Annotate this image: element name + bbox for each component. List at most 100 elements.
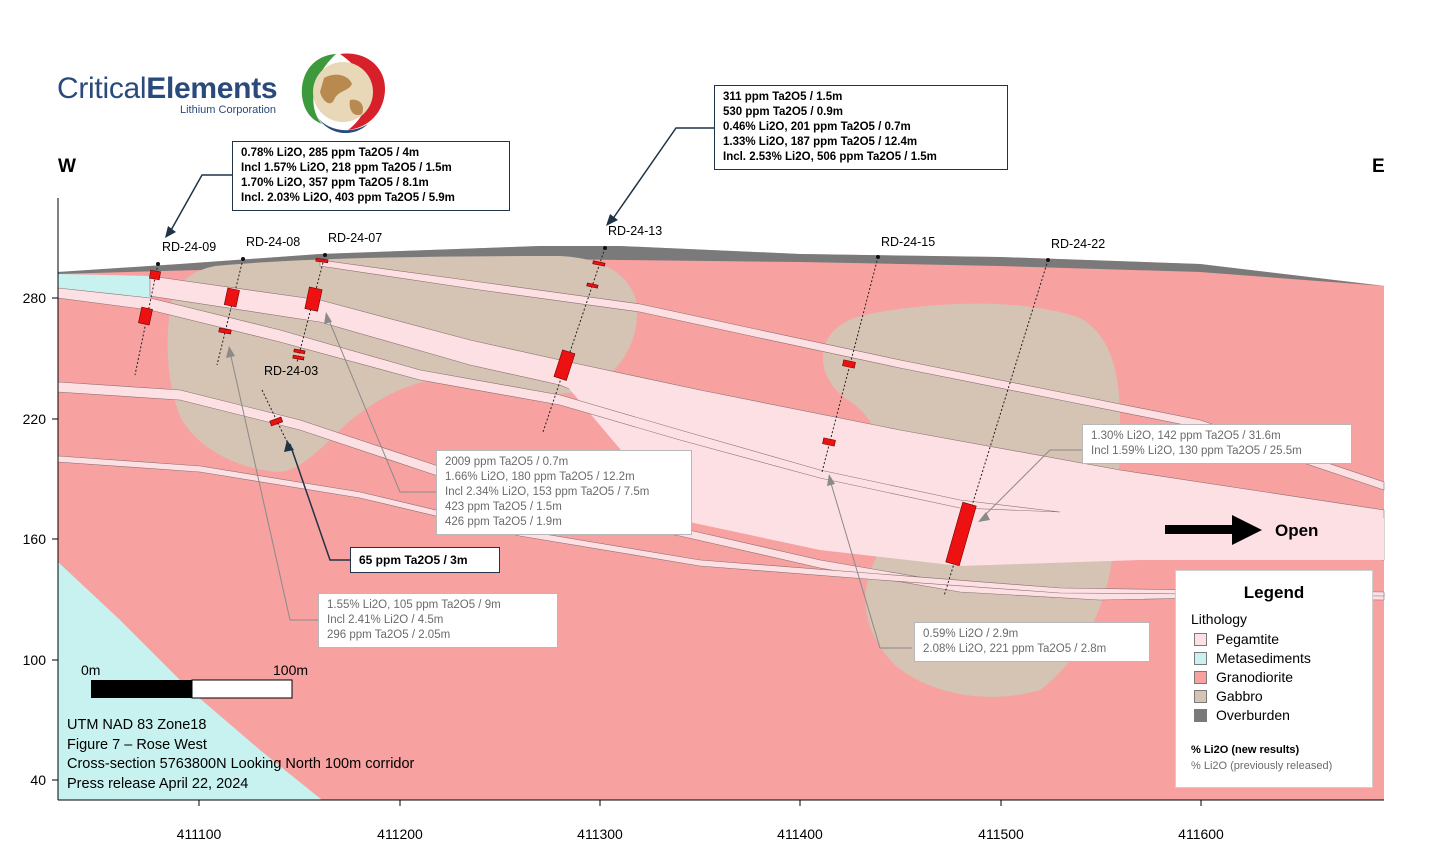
callout-line: 311 ppm Ta2O5 / 1.5m (723, 91, 843, 103)
legend-item-pegmatite: Pegamtite (1194, 630, 1279, 648)
leader-rd-24-08 (229, 351, 318, 621)
collar-rd-24-09 (156, 262, 160, 266)
callout-line: 296 ppm Ta2O5 / 2.05m (327, 629, 451, 641)
y-tick-label: 220 (22, 411, 46, 427)
intercepts (138, 257, 977, 567)
logo-name-regular: Critical (57, 72, 147, 105)
hole-label-rd-24-03: RD-24-03 (264, 364, 319, 378)
hole-label-rd-24-15: RD-24-15 (881, 235, 936, 249)
intercept-rd-24-13-b (586, 282, 599, 289)
intercept-rd-24-07-a (304, 286, 323, 312)
company-logo-subtitle: Lithium Corporation (180, 104, 276, 116)
x-tick-label: 411300 (577, 826, 623, 842)
callout-rd-24-09: 0.78% Li2O, 285 ppm Ta2O5 / 4m Incl 1.57… (232, 141, 510, 211)
intercept-rd-24-07-b (315, 257, 329, 264)
x-tick-marks (198, 800, 1202, 806)
legend-label: Pegamtite (1216, 631, 1280, 647)
hole-label-rd-24-08: RD-24-08 (246, 235, 301, 249)
trace-rd-24-15 (821, 256, 879, 473)
leader-rd-24-03 (289, 443, 350, 561)
globe-logo-icon (301, 53, 385, 134)
intercept-rd-24-15-a (842, 359, 856, 369)
legend-new-results: % Li2O (new results) (1191, 744, 1300, 756)
x-tick-label: 411100 (176, 826, 222, 842)
hole-label-rd-24-09: RD-24-09 (162, 240, 217, 254)
trace-rd-24-03 (261, 389, 289, 445)
legend-title: Legend (1243, 583, 1305, 602)
intercept-rd-24-13-a (592, 260, 606, 267)
west-label: W (58, 156, 76, 177)
legend-swatch (1194, 651, 1207, 665)
y-tick-label: 160 (22, 531, 46, 547)
logo-name-bold: Elements (146, 72, 278, 105)
arrowhead-rd-24-09 (165, 226, 176, 238)
legend-label: Gabbro (1216, 688, 1263, 704)
metasediments-upper (58, 274, 152, 298)
scale-bar-black (91, 680, 192, 698)
legend-swatch (1194, 670, 1207, 684)
arrowhead-rd-24-15 (827, 474, 835, 486)
collar-rd-24-13 (603, 246, 607, 250)
open-label: Open (1275, 521, 1319, 540)
collar-rd-24-08 (241, 257, 245, 261)
callout-line: Incl 1.59% Li2O, 130 ppm Ta2O5 / 25.5m (1091, 445, 1302, 457)
callout-line: 426 ppm Ta2O5 / 1.9m (445, 516, 562, 528)
callout-line: 1.55% Li2O, 105 ppm Ta2O5 / 9m (327, 599, 501, 611)
arrowhead-rd-24-08 (226, 346, 235, 358)
intercept-rd-24-15-b (822, 437, 836, 447)
hole-label-rd-24-13: RD-24-13 (608, 224, 663, 238)
pegmatite-dike-west (57, 287, 1061, 513)
arrowhead-rd-24-03 (284, 440, 294, 452)
collar-rd-24-07 (323, 253, 327, 257)
arrowheads-previous (226, 312, 990, 522)
intercept-rd-24-08-a (223, 287, 240, 308)
legend: Legend Lithology Pegamtite Metasediments… (1175, 570, 1373, 788)
x-tick-label: 411400 (777, 826, 823, 842)
logo-green-swoosh (301, 54, 336, 124)
legend-label: Metasediments (1216, 650, 1311, 666)
legend-swatch (1194, 708, 1207, 722)
sky-area (56, 196, 1386, 286)
intercept-rd-24-03-a (269, 416, 284, 427)
company-logo-text: CriticalElements (57, 72, 278, 106)
x-tick-label: 411500 (978, 826, 1024, 842)
open-arrow-icon (1165, 515, 1262, 545)
intercept-rd-24-09-a (149, 269, 161, 281)
intercept-rd-24-07-d (292, 354, 305, 361)
leader-rd-24-13 (611, 127, 714, 221)
callout-line: Incl 2.34% Li2O, 153 ppm Ta2O5 / 7.5m (445, 486, 650, 498)
hole-label-rd-24-22: RD-24-22 (1051, 237, 1106, 251)
legend-item-metasediments: Metasediments (1194, 649, 1311, 667)
legend-item-granodiorite: Granodiorite (1194, 668, 1293, 686)
arrowheads-new (165, 214, 618, 452)
callout-line: 423 ppm Ta2O5 / 1.5m (445, 501, 562, 513)
x-tick-label: 411600 (1178, 826, 1224, 842)
logo-red-swoosh (340, 53, 385, 130)
legend-swatch (1194, 689, 1207, 703)
callout-rd-24-03: 65 ppm Ta2O5 / 3m (350, 547, 500, 573)
legend-subtitle: Lithology (1191, 611, 1248, 627)
callout-rd-24-07: 2009 ppm Ta2O5 / 0.7m 1.66% Li2O, 180 pp… (436, 450, 692, 535)
metasediments-lower (58, 562, 322, 800)
y-tick-marks (52, 297, 58, 781)
intercept-rd-24-08-b (218, 327, 232, 335)
arrowhead-rd-24-22 (978, 512, 990, 522)
intercept-rd-24-07-c (293, 348, 306, 355)
callout-line: Incl 1.57% Li2O, 218 ppm Ta2O5 / 1.5m (241, 162, 452, 174)
pegmatite-dike-top (319, 259, 1385, 491)
legend-previous-results: % Li2O (previously released) (1191, 760, 1333, 772)
leaders-new (169, 127, 714, 561)
arrowhead-rd-24-07 (324, 312, 332, 324)
collar-rd-24-15 (876, 255, 880, 259)
callout-line: 1.66% Li2O, 180 ppm Ta2O5 / 12.2m (445, 471, 635, 483)
leader-rd-24-09 (169, 174, 232, 233)
info-line: Cross-section 5763800N Looking North 100… (67, 756, 415, 772)
scale-start-label: 0m (81, 662, 101, 678)
collar-rd-24-22 (1046, 258, 1050, 262)
leader-rd-24-22 (981, 449, 1082, 519)
info-line: Figure 7 – Rose West (67, 736, 207, 753)
callout-rd-24-15: 0.59% Li2O / 2.9m 2.08% Li2O, 221 ppm Ta… (914, 622, 1150, 662)
callout-line: 1.70% Li2O, 357 ppm Ta2O5 / 8.1m (241, 177, 429, 189)
